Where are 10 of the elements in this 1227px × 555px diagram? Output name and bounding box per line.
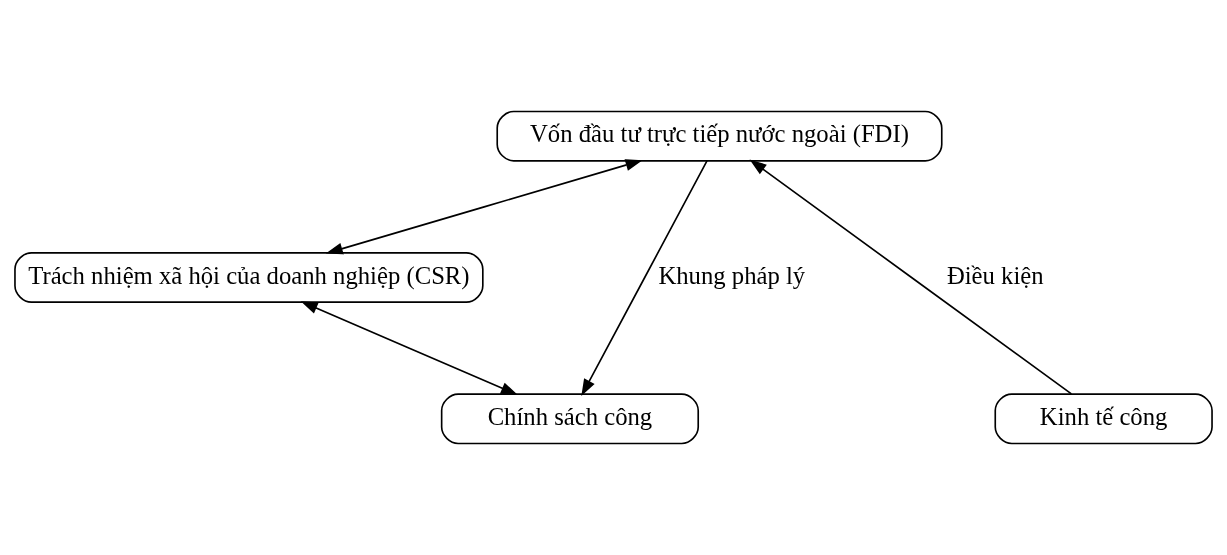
edge-label: Khung pháp lý — [658, 261, 806, 289]
node-box: Vốn đầu tư trực tiếp nước ngoài (FDI) — [496, 110, 943, 162]
edge-label: Điều kiện — [946, 261, 1044, 289]
node-box: Trách nhiệm xã hội của doanh nghiệp (CSR) — [14, 251, 484, 304]
arrow — [300, 301, 518, 395]
arrow — [325, 159, 643, 255]
arrow — [749, 159, 1073, 395]
node-box: Kinh tế công — [994, 393, 1213, 445]
arrow — [581, 160, 708, 397]
node-box: Chính sách công — [440, 393, 700, 445]
